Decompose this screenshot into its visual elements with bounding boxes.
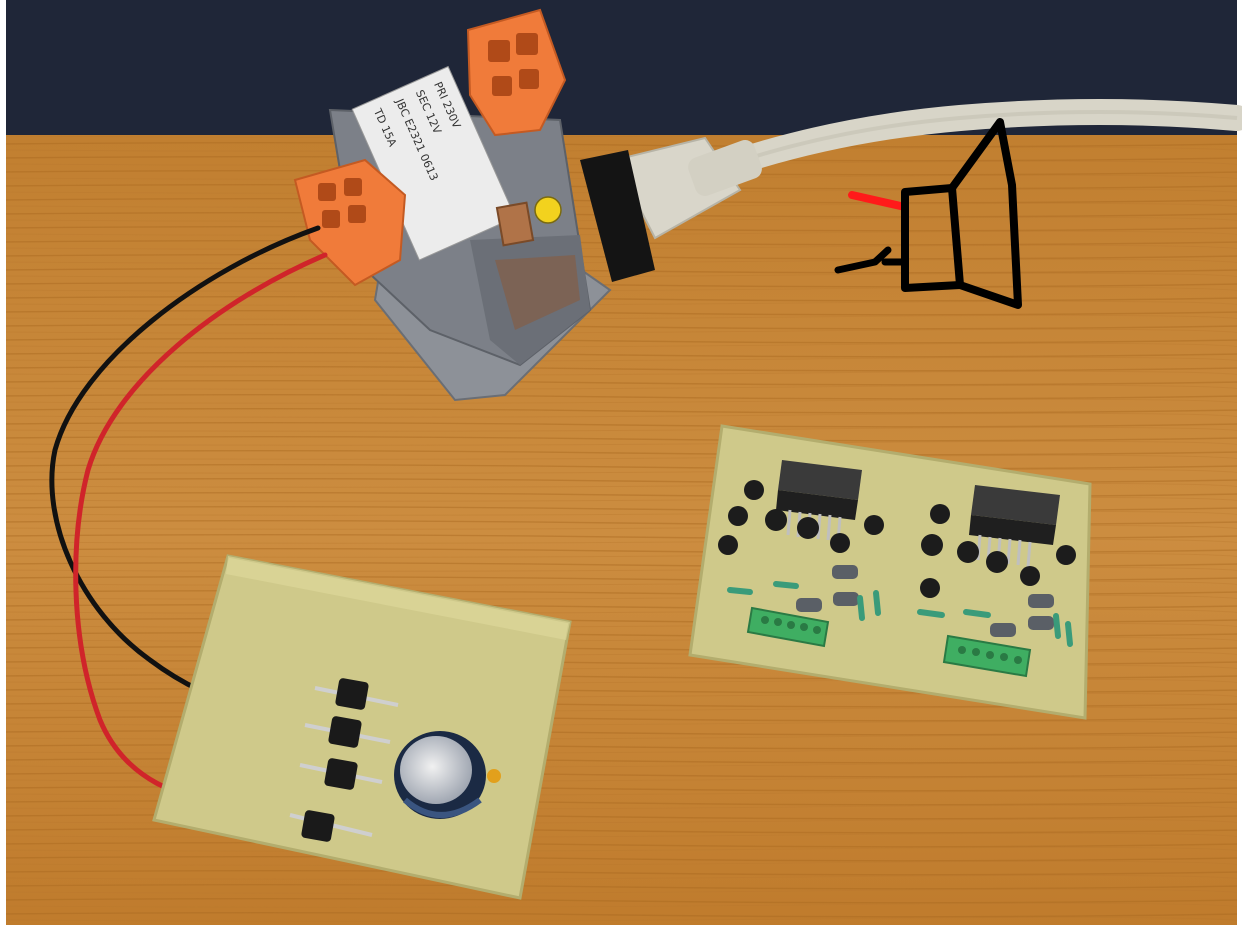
diode-3 <box>299 758 383 790</box>
small-capacitors <box>718 480 1076 598</box>
amplifier-ic-left <box>776 460 862 543</box>
film-capacitors <box>796 565 1054 637</box>
transformer: PRI 230V SEC 12V JBC E2321 0613 TD 15A <box>293 8 612 402</box>
speaker-wire-red <box>848 191 909 211</box>
green-terminal-left <box>746 606 830 648</box>
diode-2 <box>304 716 391 748</box>
diode-4 <box>289 810 373 842</box>
speaker-sketch <box>834 118 1022 309</box>
wire-black <box>49 225 321 715</box>
green-terminal-right <box>942 634 1032 678</box>
diode-1 <box>314 678 399 710</box>
amplifier-board <box>688 424 1092 720</box>
power-cord <box>580 99 1242 282</box>
wire-red <box>73 252 328 809</box>
terminal-block-top <box>466 8 567 137</box>
speaker-cone-outline <box>948 118 1022 309</box>
rectifier-board <box>152 554 572 900</box>
amplifier-ic-right <box>969 485 1060 568</box>
capacitor-large <box>394 731 486 819</box>
terminal-block-left <box>293 158 407 287</box>
resistors <box>727 581 1073 647</box>
